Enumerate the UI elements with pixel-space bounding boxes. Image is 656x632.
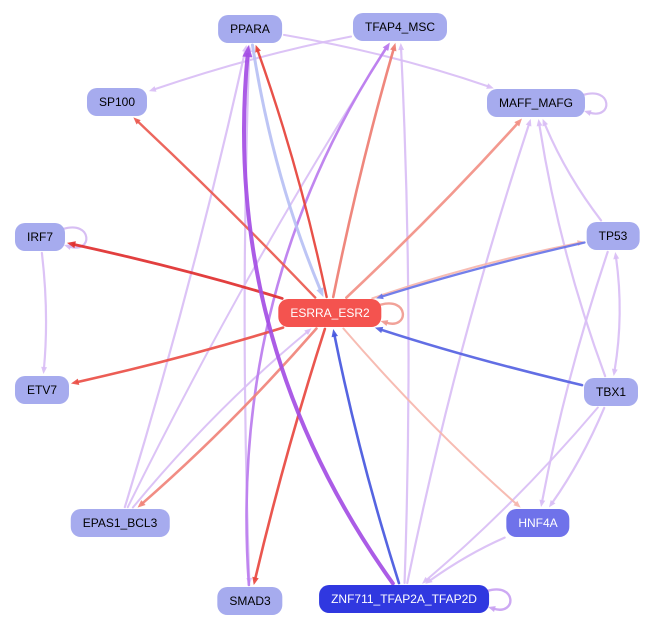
arrowhead — [613, 251, 620, 260]
edge-epas1_bcl3-ppara[interactable] — [123, 49, 247, 509]
node-hnf4a[interactable]: HNF4A — [506, 509, 570, 537]
arrowhead — [242, 44, 253, 58]
edge-esrra_esr2-esrra_esr2[interactable] — [378, 302, 405, 325]
arrowhead — [488, 606, 496, 612]
edge-irf7-irf7[interactable] — [61, 226, 88, 249]
edge-irf7-etv7[interactable] — [40, 251, 48, 370]
edge-esrra_esr2-hnf4a[interactable] — [342, 327, 518, 505]
edge-tp53-hnf4a[interactable] — [540, 250, 609, 503]
arrowhead — [255, 44, 261, 53]
arrowhead — [331, 328, 338, 338]
edge-znf711_tfap2a_tfap2d-tfap4_msc[interactable] — [399, 47, 410, 585]
arrowhead — [41, 366, 48, 375]
edge-esrra_esr2-epas1_bcl3[interactable] — [140, 327, 318, 505]
edge-znf711_tfap2a_tfap2d-maff_mafg[interactable] — [406, 123, 531, 585]
edge-tbx1-maff_mafg[interactable] — [538, 123, 607, 378]
arrowhead — [316, 287, 324, 298]
edge-maff_mafg-maff_mafg[interactable] — [581, 92, 608, 115]
edge-tbx1-tp53[interactable] — [613, 256, 621, 372]
arrowhead — [133, 117, 141, 125]
edge-hnf4a-znf711_tfap2a_tfap2d[interactable] — [428, 536, 506, 582]
arrowhead — [380, 320, 389, 326]
edge-znf711_tfap2a_tfap2d-ppara[interactable] — [242, 52, 395, 586]
arrowhead — [611, 368, 618, 377]
edge-esrra_esr2-tp53[interactable] — [371, 241, 581, 300]
edge-ppara-esrra_esr2[interactable] — [250, 43, 323, 293]
edge-epas1_bcl3-esrra_esr2[interactable] — [131, 330, 309, 509]
arrowhead — [398, 42, 405, 51]
arrowhead — [382, 42, 390, 51]
arrowhead — [376, 293, 384, 300]
node-etv7[interactable]: ETV7 — [14, 376, 70, 404]
arrowhead — [513, 500, 521, 508]
arrowhead — [549, 499, 556, 508]
arrowhead — [584, 110, 592, 116]
edge-esrra_esr2-etv7[interactable] — [75, 326, 285, 384]
edge-esrra_esr2-smad3[interactable] — [253, 327, 327, 581]
edge-tbx1-esrra_esr2[interactable] — [379, 328, 584, 387]
edge-esrra_esr2-irf7[interactable] — [72, 242, 284, 300]
arrowhead — [137, 500, 146, 508]
arrowhead — [66, 241, 76, 249]
node-esrra-esr2[interactable]: ESRRA_ESR2 — [278, 299, 382, 327]
node-maff-mafg[interactable]: MAFF_MAFG — [487, 89, 585, 117]
node-ppara[interactable]: PPARA — [218, 15, 282, 43]
edge-znf711_tfap2a_tfap2d-esrra_esr2[interactable] — [333, 333, 401, 585]
node-epas1-bcl3[interactable]: EPAS1_BCL3 — [70, 509, 170, 537]
edge-tbx1-hnf4a[interactable] — [551, 406, 606, 504]
arrowhead — [252, 576, 259, 586]
node-sp100[interactable]: SP100 — [86, 88, 148, 116]
edge-esrra_esr2-ppara[interactable] — [256, 49, 328, 299]
arrowhead — [542, 118, 549, 127]
arrowhead — [304, 328, 312, 336]
arrowhead — [64, 244, 72, 250]
arrowhead — [70, 378, 80, 385]
arrowhead — [539, 499, 546, 508]
edge-tp53-esrra_esr2[interactable] — [380, 241, 586, 298]
node-smad3[interactable]: SMAD3 — [217, 587, 283, 615]
edge-esrra_esr2-tfap4_msc[interactable] — [331, 47, 395, 299]
arrowhead — [148, 86, 157, 92]
arrowhead — [536, 118, 543, 127]
node-znf711-tfap2a-tfap2d[interactable]: ZNF711_TFAP2A_TFAP2D — [319, 585, 489, 613]
node-tp53[interactable]: TP53 — [586, 222, 640, 250]
arrowhead — [390, 42, 397, 52]
arrowhead — [486, 83, 494, 89]
node-tbx1[interactable]: TBX1 — [583, 378, 639, 406]
arrowhead — [525, 118, 532, 127]
edge-tp53-maff_mafg[interactable] — [543, 122, 603, 222]
arrowhead — [425, 577, 433, 584]
edge-esrra_esr2-maff_mafg[interactable] — [345, 121, 520, 299]
arrowhead — [374, 326, 384, 334]
node-irf7[interactable]: IRF7 — [14, 223, 66, 251]
edge-tbx1-znf711_tfap2a_tfap2d[interactable] — [425, 406, 599, 582]
edge-smad3-tfap4_msc[interactable] — [245, 46, 388, 587]
edge-esrra_esr2-sp100[interactable] — [136, 120, 317, 299]
node-tfap4-msc[interactable]: TFAP4_MSC — [352, 13, 448, 41]
arrowhead — [514, 118, 523, 127]
arrowhead — [422, 576, 430, 584]
edge-znf711_tfap2a_tfap2d-znf711_tfap2a_tfap2d[interactable] — [485, 588, 512, 611]
